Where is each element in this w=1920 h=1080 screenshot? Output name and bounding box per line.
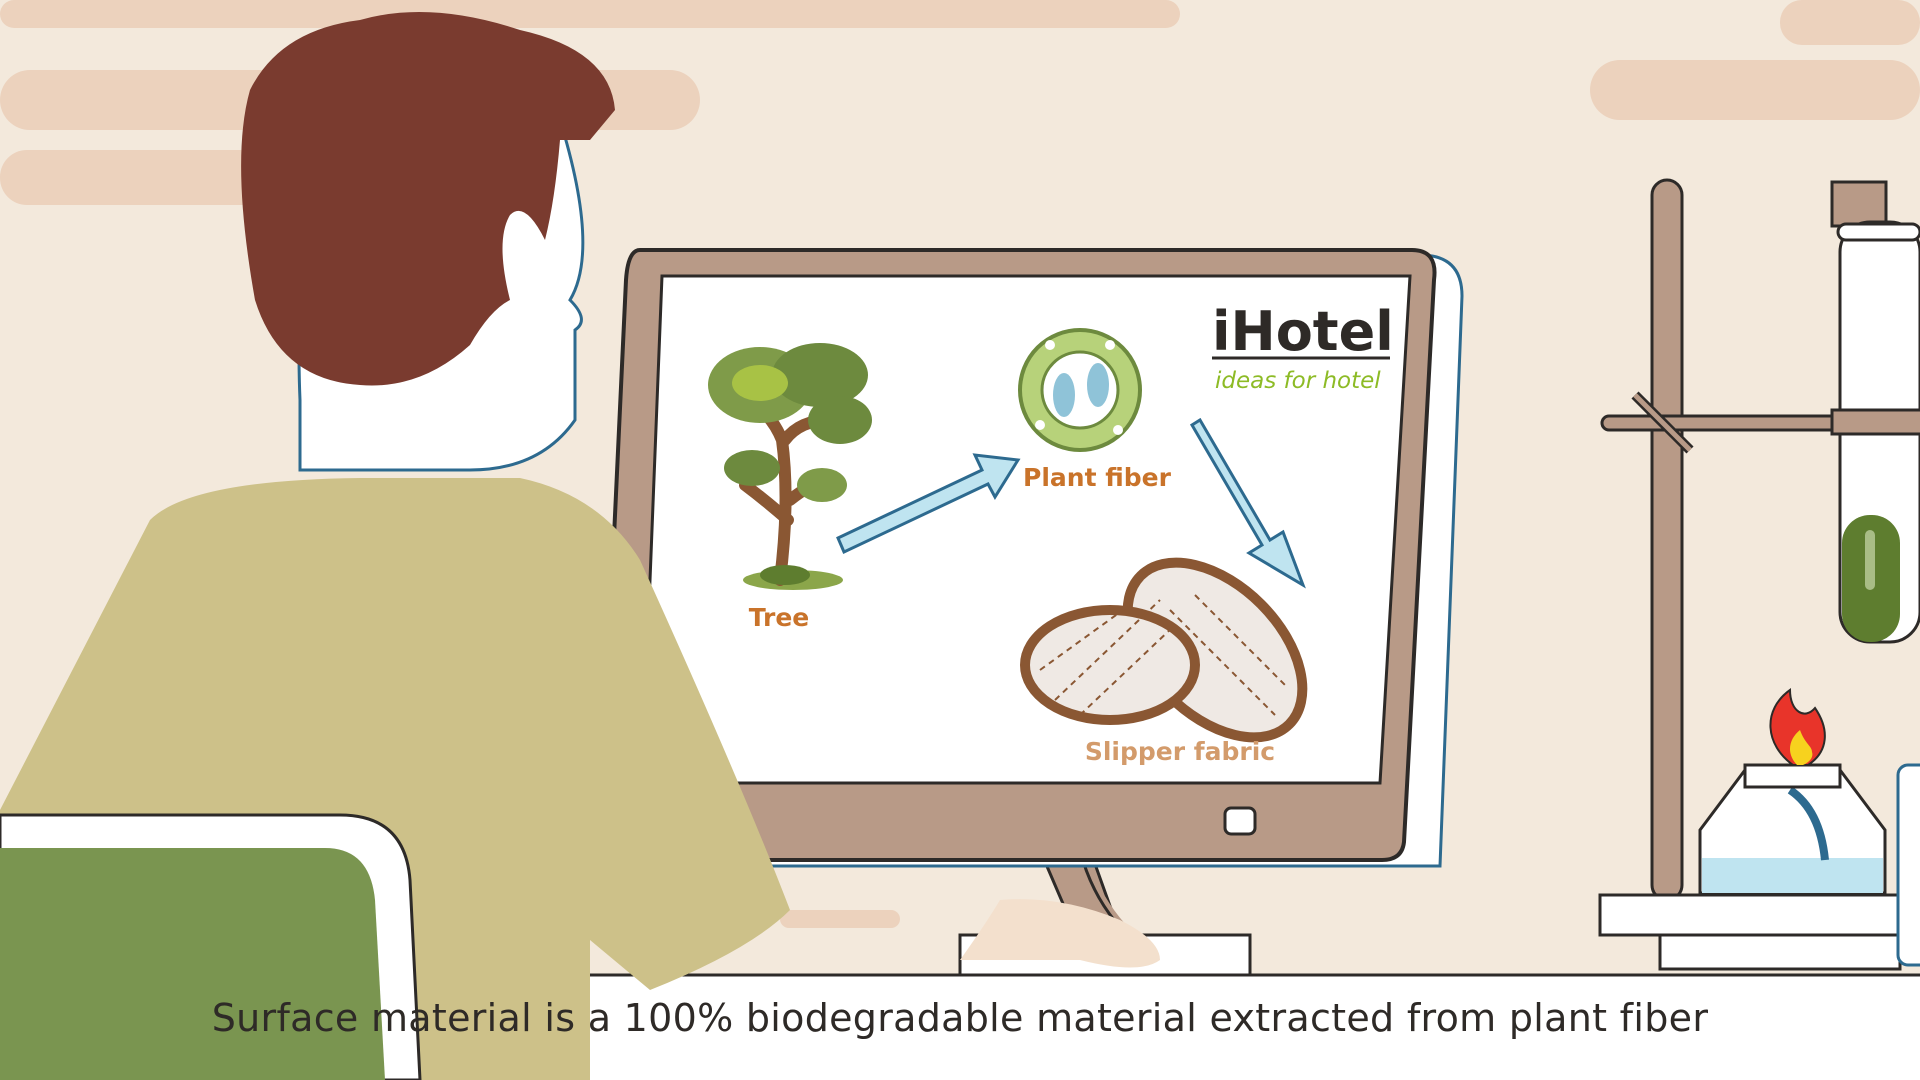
logo-tagline: ideas for hotel (1215, 368, 1381, 394)
alcohol-burner (1698, 688, 1887, 895)
lab-stand (1598, 178, 1920, 971)
logo-main: iHotel (1212, 300, 1394, 363)
label-slipper-fabric: Slipper fabric (1085, 737, 1275, 766)
label-tree: Tree (749, 603, 810, 632)
tree-icon (708, 343, 872, 590)
plant-cell-icon (1018, 328, 1142, 452)
subtitle-caption: Surface material is a 100% biodegradable… (211, 996, 1709, 1040)
chair (0, 813, 422, 1080)
arrow-tree-to-fiber-icon (836, 453, 1021, 555)
slippers-icon (1020, 557, 1308, 743)
label-plant-fiber: Plant fiber (1023, 463, 1172, 492)
right-edge-device (1896, 763, 1920, 967)
arrow-fiber-to-slipper-icon (1189, 417, 1306, 589)
screen-content: iHotel ideas for hotel Tree Plant fiber … (708, 300, 1394, 766)
